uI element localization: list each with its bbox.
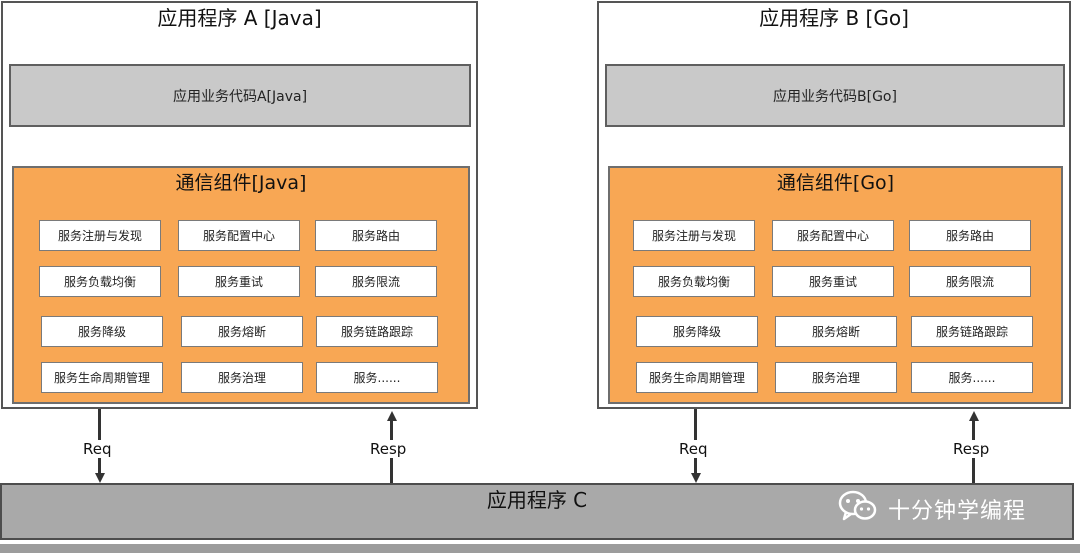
app-a-service: 服务生命周期管理 <box>41 362 163 393</box>
req-label-a: Req <box>81 440 114 458</box>
app-b-service: 服务熔断 <box>775 316 897 347</box>
app-b-title: 应用程序 B [Go] <box>759 6 909 30</box>
arrow-down-icon <box>95 473 105 483</box>
app-a-service: 服务重试 <box>178 266 300 297</box>
resp-label-b: Resp <box>951 440 992 458</box>
app-a-service: 服务负载均衡 <box>39 266 161 297</box>
wechat-icon <box>838 489 878 529</box>
app-a-service: 服务治理 <box>181 362 303 393</box>
req-label-b: Req <box>677 440 710 458</box>
app-b-business-code: 应用业务代码B[Go] <box>605 64 1065 127</box>
app-a-service: 服务路由 <box>315 220 437 251</box>
app-b-service: 服务限流 <box>909 266 1031 297</box>
resp-label-a: Resp <box>368 440 409 458</box>
app-c-title: 应用程序 C <box>486 488 588 512</box>
app-a-service: 服务限流 <box>315 266 437 297</box>
app-b-service: 服务注册与发现 <box>633 220 755 251</box>
app-b-service: 服务重试 <box>772 266 894 297</box>
app-b-comm-component: 服务注册与发现 通信组件[Go] 服务配置中心 服务路由 服务负载均衡 服务重试… <box>608 166 1063 404</box>
app-a-service: 服务链路跟踪 <box>316 316 438 347</box>
app-b-box: 应用程序 B [Go] 应用业务代码B[Go] 服务注册与发现 通信组件[Go]… <box>597 1 1071 409</box>
watermark-text: 十分钟学编程 <box>888 499 1027 524</box>
app-b-service: 服务路由 <box>909 220 1031 251</box>
app-a-comm-title: 通信组件[Java] <box>175 172 307 194</box>
app-b-service: 服务配置中心 <box>772 220 894 251</box>
app-b-comm-title: 通信组件[Go] <box>776 172 895 194</box>
app-b-service: 服务链路跟踪 <box>911 316 1033 347</box>
app-a-service: 服务注册与发现 <box>39 220 161 251</box>
app-b-service: 服务负载均衡 <box>633 266 755 297</box>
app-b-service: 服务治理 <box>775 362 897 393</box>
app-a-service: 服务...... <box>316 362 438 393</box>
bottom-strip <box>0 544 1080 553</box>
arrow-down-icon <box>691 473 701 483</box>
app-a-title: 应用程序 A [Java] <box>157 6 322 30</box>
app-a-service: 服务配置中心 <box>178 220 300 251</box>
app-c-bus: 应用程序 C <box>0 483 1074 540</box>
app-b-service: 服务降级 <box>636 316 758 347</box>
app-a-comm-component: 通信组件[Java] 服务注册与发现 服务配置中心 服务路由 服务负载均衡 服务… <box>12 166 470 404</box>
app-a-business-code: 应用业务代码A[Java] <box>9 64 471 127</box>
app-b-service: 服务生命周期管理 <box>636 362 758 393</box>
watermark: 十分钟学编程 <box>838 489 1026 529</box>
app-a-service: 服务降级 <box>41 316 163 347</box>
app-b-service: 服务...... <box>911 362 1033 393</box>
arrow-up-icon <box>969 411 979 421</box>
app-a-service: 服务熔断 <box>181 316 303 347</box>
app-a-box: 应用程序 A [Java] 应用业务代码A[Java] 通信组件[Java] 服… <box>1 1 478 409</box>
arrow-up-icon <box>387 411 397 421</box>
